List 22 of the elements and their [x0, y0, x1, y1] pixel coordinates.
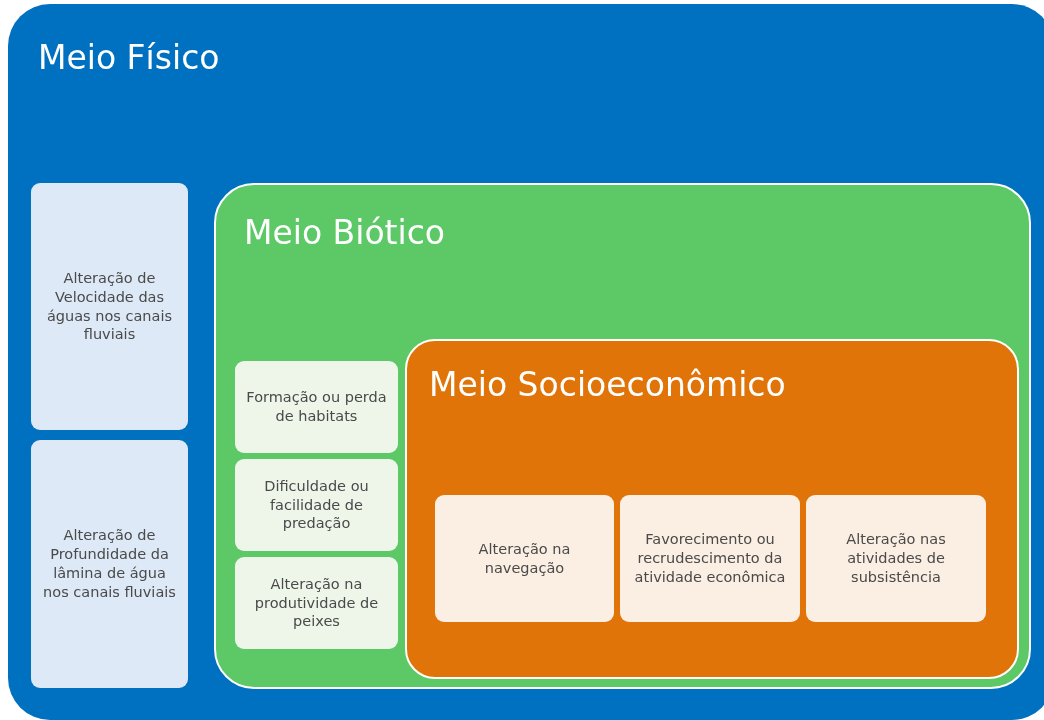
impact-box [620, 495, 800, 622]
section-title: Meio Biótico [244, 213, 446, 253]
core-panel [405, 339, 1019, 679]
impact-text: Alteração de Velocidade das águas nos canais fluviais [45, 268, 174, 345]
inner-panel [214, 183, 1031, 689]
outer-panel [8, 4, 1044, 720]
section-title: Meio Físico [38, 38, 220, 78]
impact-box [435, 495, 614, 622]
impact-box [235, 557, 398, 649]
impact-text: Alteração de Profundidade da lâmina de água nos canais fluviais [42, 526, 177, 602]
impact-text: Alteração na navegação [477, 539, 572, 578]
impact-box [235, 459, 398, 551]
impact-text: Alteração na produtividade de peixes [253, 574, 380, 632]
impact-text: Formação ou perda de habitats [245, 388, 388, 426]
impact-box [31, 440, 188, 688]
impact-box [235, 361, 398, 453]
impact-text: Alteração nas atividades de subsistência [845, 530, 947, 587]
impact-text: Dificuldade ou facilidade de predação [263, 476, 370, 534]
impact-box [806, 495, 986, 622]
section-title: Meio Socioeconômico [429, 365, 786, 405]
impact-text: Favorecimento ou recrudescimento da atividade econômica [633, 530, 787, 587]
impact-box [31, 183, 188, 430]
